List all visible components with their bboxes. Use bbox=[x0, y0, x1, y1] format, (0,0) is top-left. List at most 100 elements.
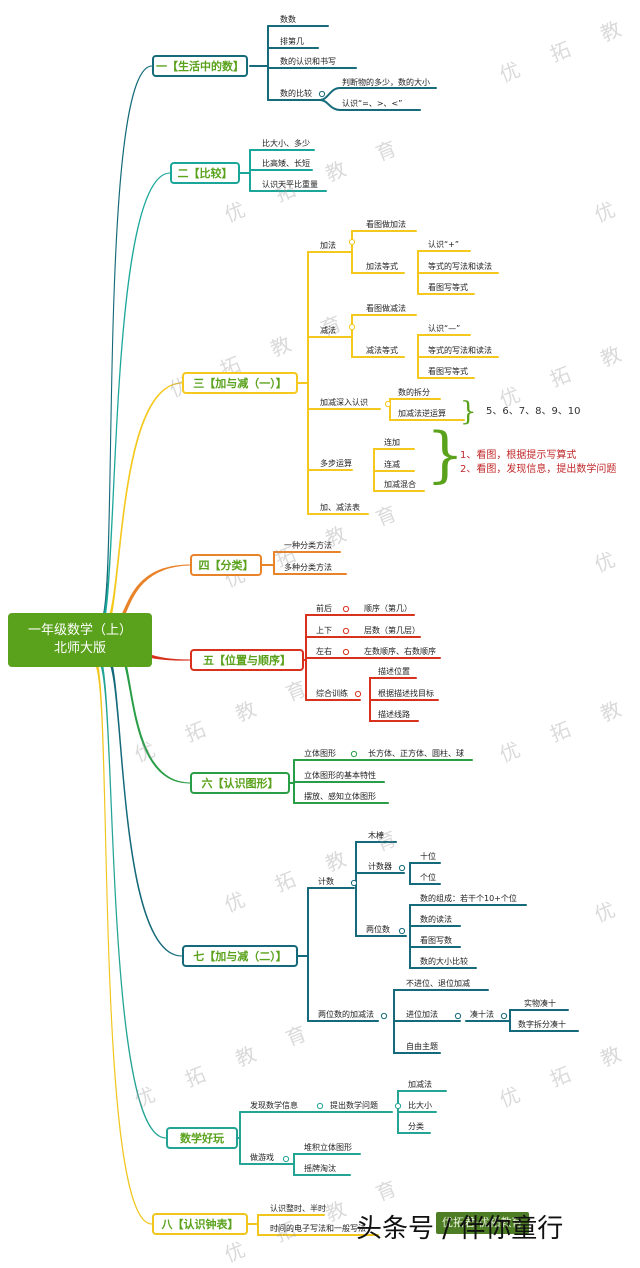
b7-dot bbox=[398, 864, 406, 872]
b7-gewei bbox=[409, 872, 441, 885]
b7-bujinwei bbox=[393, 989, 489, 1022]
b5-dot bbox=[342, 605, 350, 613]
b1-sub-b bbox=[319, 99, 421, 111]
branch-node-8[interactable]: 数学好玩 bbox=[166, 1127, 238, 1149]
b8-duiji bbox=[293, 1153, 361, 1165]
leaf-miaoshu: 描述位置 bbox=[378, 667, 410, 676]
b3-shenru-a bbox=[389, 398, 441, 410]
leaf-bujinwei: 不进位、退位加减 bbox=[406, 979, 470, 988]
leaf-jiajianfa: 两位数的加减法 bbox=[318, 1010, 374, 1019]
branch-node-3[interactable]: 三【加与减（一）】 bbox=[182, 372, 298, 394]
leaf-shu-bijiao: 数的比较 bbox=[280, 89, 312, 98]
leaf-zhonglei: 长方体、正方体、圆柱、球 bbox=[368, 749, 464, 758]
trunk-3 bbox=[103, 382, 183, 632]
leaf-zizhu: 自由主题 bbox=[406, 1042, 438, 1051]
leaf-renshi-jia: 认识“+” bbox=[428, 240, 459, 249]
leaf-panduan: 判断物的多少，数的大小 bbox=[342, 78, 430, 87]
leaf-gewei: 个位 bbox=[420, 873, 436, 882]
root-node[interactable]: 一年级数学（上） 北师大版 bbox=[8, 613, 152, 667]
b3-jiandeng-a bbox=[417, 334, 471, 358]
leaf-tichu: 提出数学问题 bbox=[330, 1101, 378, 1110]
leaf-shangxia: 上下 bbox=[316, 626, 332, 635]
leaf-xiefa-jian: 等式的写法和读法 bbox=[428, 346, 492, 355]
branch-node-5[interactable]: 五【位置与顺序】 bbox=[190, 649, 304, 671]
b7-shiwu bbox=[509, 1009, 569, 1022]
leaf-zonghe: 综合训练 bbox=[316, 689, 348, 698]
leaf-censhu: 层数（第几层） bbox=[364, 626, 420, 635]
b7-daxiao bbox=[409, 935, 477, 969]
b5-d1 bbox=[369, 677, 417, 701]
b8-fen bbox=[397, 1111, 431, 1134]
leaf-dufa: 数的读法 bbox=[420, 915, 452, 924]
leaf-renshi-shuxie: 数的认识和书写 bbox=[280, 57, 336, 66]
leaf-xiefa-jia: 等式的写法和读法 bbox=[428, 262, 492, 271]
trunk-1 bbox=[99, 65, 153, 630]
leaf-jiajianbiao: 加、减法表 bbox=[320, 503, 360, 512]
b3-dot bbox=[384, 400, 392, 408]
b3-duobu-a bbox=[373, 448, 415, 471]
b7-chaifen bbox=[509, 1020, 579, 1032]
root-subtitle: 北师大版 bbox=[53, 641, 106, 656]
leaf-duozhong: 多种分类方法 bbox=[284, 563, 332, 572]
leaf-shiwu: 实物凑十 bbox=[524, 999, 556, 1008]
leaf-chaifencoushi: 数字拆分凑十 bbox=[518, 1020, 566, 1029]
b3-dot bbox=[348, 323, 356, 331]
leaf-bidaxiao-8: 比大小 bbox=[408, 1101, 432, 1110]
branch-node-4[interactable]: 四【分类】 bbox=[190, 554, 262, 576]
b3-duobu-b bbox=[373, 469, 415, 472]
branch-node-1[interactable]: 一【生活中的数】 bbox=[152, 55, 248, 77]
b3-jia-b bbox=[351, 251, 405, 274]
b3-jiandeng-c bbox=[417, 356, 475, 379]
leaf-hunhe: 加减混合 bbox=[384, 480, 416, 489]
b6-dot bbox=[350, 750, 358, 758]
brace-large: } bbox=[426, 420, 465, 490]
b3-jiadeng-a bbox=[417, 250, 471, 274]
b8-dot bbox=[394, 1102, 402, 1110]
trunk-9 bbox=[93, 655, 153, 1225]
leaf-bidaxiao: 比大小、多少 bbox=[262, 139, 310, 148]
source-tag: 优拓君·优拓教育 bbox=[436, 1212, 529, 1234]
branch-node-2[interactable]: 二【比较】 bbox=[170, 162, 240, 184]
leaf-lianjia: 连加 bbox=[384, 438, 400, 447]
leaf-shiwei: 十位 bbox=[420, 852, 436, 861]
leaf-lianjian: 连减 bbox=[384, 460, 400, 469]
b7-dot bbox=[380, 1012, 388, 1020]
leaf-kantuxieshu: 看图写数 bbox=[420, 936, 452, 945]
b3-jiadeng-c bbox=[417, 272, 475, 295]
leaf-qianhou: 前后 bbox=[316, 604, 332, 613]
b7-dufa bbox=[409, 925, 461, 937]
b8-dot bbox=[316, 1102, 324, 1110]
brace-small: } bbox=[460, 397, 477, 427]
leaf-kantu-jianfa: 看图做减法 bbox=[366, 304, 406, 313]
b3-duobu-c bbox=[373, 469, 425, 492]
branch-node-6[interactable]: 六【认识图形】 bbox=[190, 772, 290, 794]
leaf-paidiji: 排第几 bbox=[280, 37, 304, 46]
leaf-jinwei: 进位加法 bbox=[406, 1010, 438, 1019]
leaf-texing: 立体图形的基本特性 bbox=[304, 771, 376, 780]
footer-attribution: 头条号 / 伴你童行 bbox=[356, 1214, 564, 1244]
leaf-zuoyou-shunxu: 左数顺序、右数顺序 bbox=[364, 647, 436, 656]
leaf-daxiaobijiao: 数的大小比较 bbox=[420, 957, 468, 966]
leaf-youxi: 做游戏 bbox=[250, 1153, 274, 1162]
branch-node-9[interactable]: 八【认识钟表】 bbox=[152, 1213, 248, 1235]
leaf-jiafa: 加法 bbox=[320, 241, 336, 250]
note-kantu: 1、看图，根据提示写算式 bbox=[460, 450, 577, 461]
leaf-faxian: 发现数学信息 bbox=[250, 1101, 298, 1110]
leaf-kantu-dengshi-2: 看图写等式 bbox=[428, 367, 468, 376]
leaf-yizhong: 一种分类方法 bbox=[284, 541, 332, 550]
b3-jian-a bbox=[351, 314, 417, 338]
leaf-fuhao: 认识“=、>、<” bbox=[342, 99, 403, 108]
leaf-jiafa-dengshi: 加法等式 bbox=[366, 262, 398, 271]
leaf-renshi-jian: 认识“—” bbox=[428, 324, 461, 333]
branch-node-7[interactable]: 七【加与减（二）】 bbox=[182, 945, 298, 967]
b3-jian-b bbox=[351, 336, 405, 358]
leaf-duiji: 堆积立体图形 bbox=[304, 1143, 352, 1152]
leaf-coushifa: 凑十法 bbox=[470, 1010, 494, 1019]
leaf-zucheng: 数的组成：若干个10+个位 bbox=[420, 894, 517, 903]
b7-dot bbox=[350, 879, 358, 887]
leaf-jianfa-dengshi: 减法等式 bbox=[366, 346, 398, 355]
b7-liangwei bbox=[355, 887, 407, 937]
leaf-chaifen: 数的拆分 bbox=[398, 388, 430, 397]
leaf-luxian: 描述线路 bbox=[378, 710, 410, 719]
leaf-range-5-10: 5、6、7、8、9、10 bbox=[486, 406, 581, 417]
